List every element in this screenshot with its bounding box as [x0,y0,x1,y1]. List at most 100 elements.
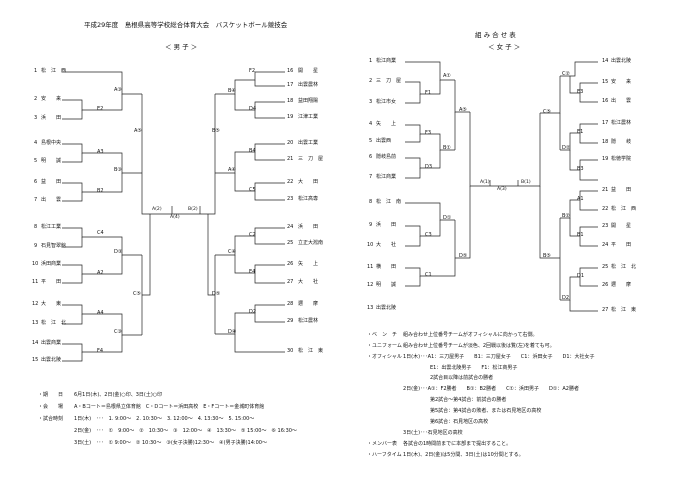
boys-team-name: 益 田 [41,179,62,185]
match-label: C⑤ [133,291,141,297]
match-label: C③ [114,329,122,335]
boys-team-name: 出雲工業 [298,140,319,146]
match-label: B2 [97,188,104,194]
match-label: C④ [228,249,236,255]
boys-team-name: 出雲農林 [298,82,319,88]
girls-team-no: 21 [602,187,609,193]
boys-team-name: 安 来 [41,96,62,102]
match-label: B4 [249,148,256,154]
match-label: B④ [228,88,236,94]
match-label: C4 [97,230,104,236]
boys-team-no: 9 [34,243,38,249]
girls-team-name: 三 刀 屋 [376,78,402,84]
match-label: B⑤ [212,128,220,134]
match-label: B1 [577,232,584,238]
girls-team-name: 開 星 [611,223,632,229]
girls-heading: ＜ 女 子 ＞ [488,43,521,51]
note-text: 第2試合～第4試合：前試合の勝者 [430,397,507,403]
match-label: C② [562,71,570,77]
match-label: B② [562,213,570,219]
boys-team-name: 明 誠 [41,158,62,164]
girls-team-name: 松 江 西 [611,206,637,212]
boys-team-name: 石見智翠館 [41,243,67,249]
girls-team-no: 22 [602,206,609,212]
note-text: E1：出雲北陵男子 F1：松江商男子 [430,365,518,371]
boys-team-no: 30 [287,348,294,354]
girls-team-name: 松 江 北 [611,264,637,270]
boys-final-center: A(4) [170,215,180,220]
girls-team-name: 益 田 [611,187,632,193]
match-label: A④ [228,167,236,173]
note-text: 各試合の1時間前までに本部まで提出すること。 [403,441,512,447]
girls-final-left: A(1) [480,180,490,185]
girls-team-name: 松 江 東 [611,307,637,313]
girls-team-name: 松徳学院 [611,156,632,162]
dates-value: 6月1日(木)、2日(金)○印、3日(土)○印 [74,392,163,398]
boys-team-no: 28 [287,301,294,307]
boys-team-name: 出雲商業 [41,340,62,346]
boys-team-no: 26 [287,261,294,267]
boys-team-no: 16 [287,68,294,74]
girls-team-no: 16 [602,98,609,104]
match-label: C3 [425,232,432,238]
boys-team-no: 6 [34,179,38,185]
boys-team-no: 24 [287,224,294,230]
girls-final-right: B(1) [521,180,531,185]
boys-team-name: 三 刀 屋 [298,156,324,162]
note-text: 3日(土)･･･石見地区の高校 [403,430,463,436]
girls-team-name: 平 田 [611,242,632,248]
match-label: E1 [577,129,584,135]
match-label: D① [443,215,452,221]
match-label: D2 [249,309,257,315]
note-text: 2試合目以降は前試合の勝者 [430,375,494,381]
girls-team-no: 7 [369,174,373,180]
girls-team-no: 13 [367,305,374,311]
match-label: D⑤ [459,253,468,259]
match-label: D④ [228,329,237,335]
boys-team-name: 邇 摩 [298,301,319,307]
note-text: 第5試合：第4試合の敗者、または石見地区の高校 [430,408,542,414]
schedule-day3: 3日(土) ･･･ ① 9:00～ ② 10:30～ ③(女子決勝)12:30～… [74,440,267,446]
boys-team-name: 松江高専 [298,196,319,202]
schedule-day2: 2日(金) ･･･ ① 9:00～ ② 10:30～ ③ 12:00～ ④ 13… [74,428,297,434]
girls-team-no: 25 [602,264,609,270]
boys-team-no: 25 [287,240,294,246]
girls-team-no: 10 [367,242,374,248]
match-label: E2 [97,106,104,112]
girls-team-name: 浜 田 [376,222,397,228]
girls-team-no: 24 [602,242,609,248]
boys-team-no: 22 [287,179,294,185]
girls-team-no: 8 [369,199,373,205]
match-label: C5 [249,187,256,193]
girls-team-no: 26 [602,282,609,288]
match-label: A① [443,73,451,79]
schedule-day1: 1日(木) ･･･ 1. 9:00～ 2. 10:30～ 3. 12:00～ 4… [74,416,255,422]
girls-team-name: 松江商業 [376,58,397,64]
note-text: 1日(木)･･･A1：三刀屋男子 B1：三刀屋女子 C1：浜田女子 D1：大社女… [403,354,595,360]
boys-final-right: B(2) [188,207,198,212]
boys-team-name: 立正大淞南 [298,240,324,246]
girls-team-name: 明 誠 [376,282,397,288]
boys-team-no: 27 [287,279,294,285]
match-label: D② [562,145,571,151]
girls-team-no: 6 [369,154,373,160]
girls-team-name: 邇 摩 [611,282,632,288]
note-text: 1日(木)、2日(金)は5分間、3日(土)は10分間とする。 [403,452,524,458]
match-label: A⑤ [134,128,142,134]
girls-team-no: 17 [602,120,609,126]
girls-team-no: 2 [369,78,373,84]
boys-team-name: 矢 上 [298,261,319,267]
girls-team-name: 出雲西 [376,138,392,144]
girls-team-no: 12 [367,282,374,288]
boys-team-name: 出 雲 [41,197,62,203]
match-label: C⑤ [543,109,551,115]
girls-team-no: 23 [602,223,609,229]
boys-team-no: 4 [34,140,38,146]
girls-final-center: A(3) [497,187,507,192]
note-text: 組み合わせ上位番号チームが淡色、2回戦以後は覧(左)を着ても可。 [403,343,555,349]
girls-team-no: 5 [369,138,373,144]
boys-team-name: 松江工業 [41,224,62,230]
match-label: A⑤ [459,107,467,113]
match-label: C2 [249,232,256,238]
boys-team-name: 浜 田 [41,115,62,121]
